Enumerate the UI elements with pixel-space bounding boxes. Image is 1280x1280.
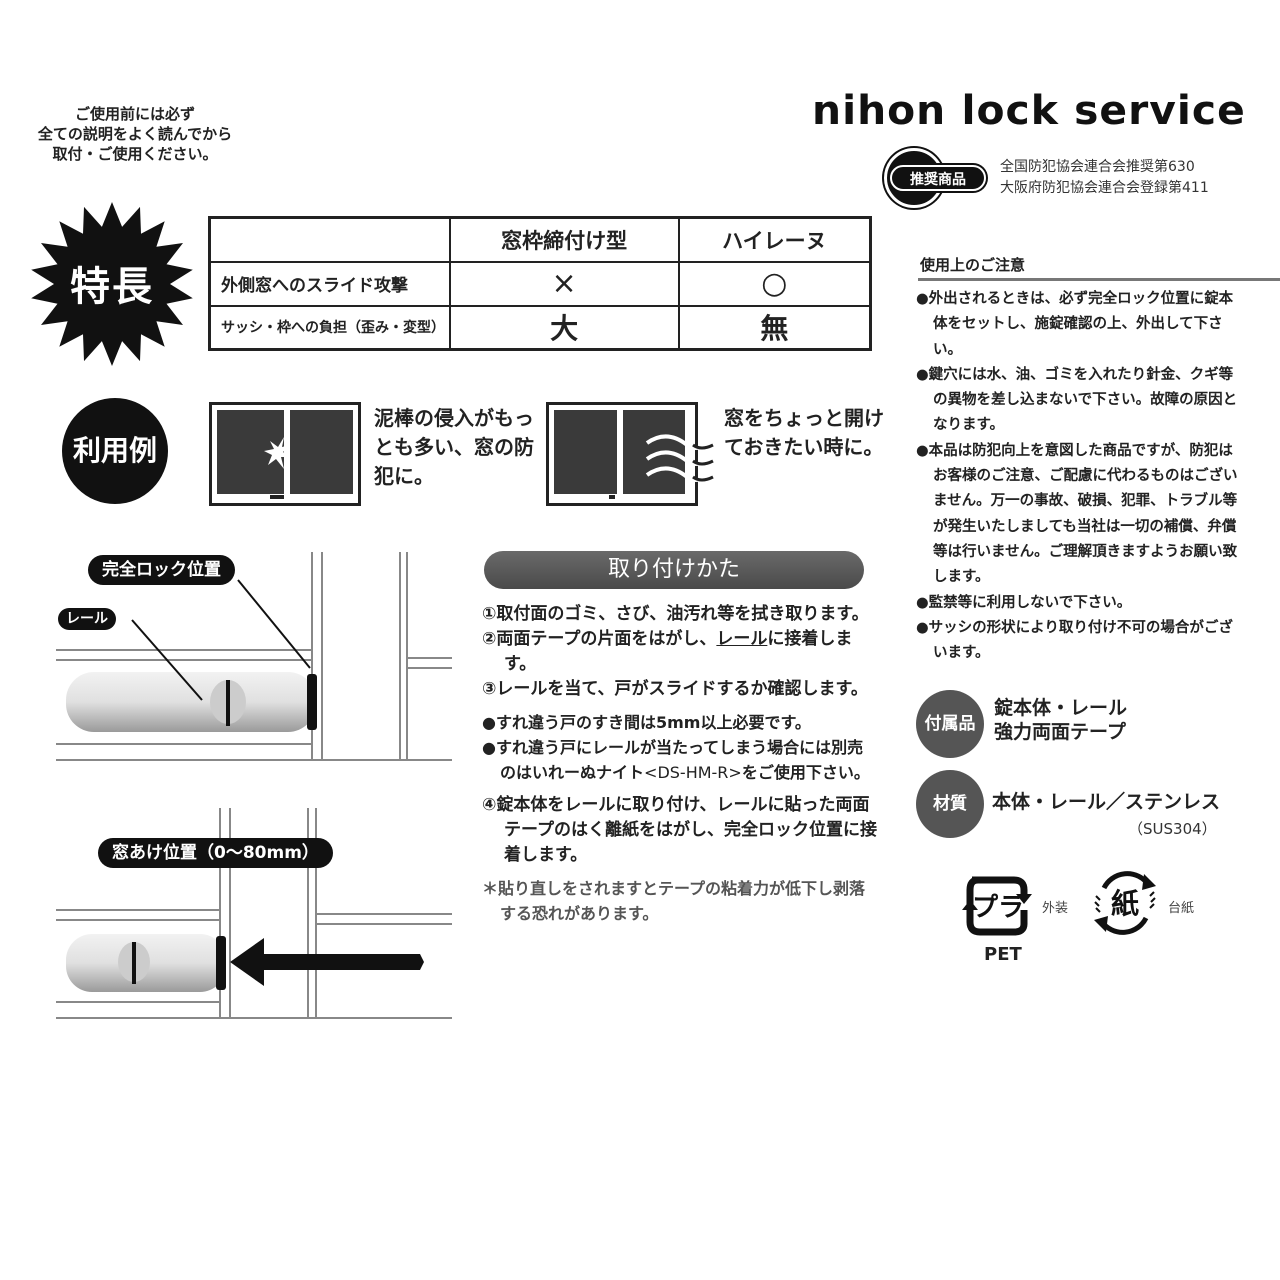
accessory-item: 強力両面テープ: [994, 721, 1126, 743]
material-text: 本体・レール／ステンレス: [992, 791, 1221, 813]
accessories-list: 錠本体・レール 強力両面テープ: [994, 696, 1127, 744]
window-break-in-icon: [209, 402, 361, 506]
circle-mark-icon: ○: [677, 260, 872, 307]
recycle-arrows-icon: プラ: [962, 876, 1032, 936]
plastic-recycle-icon: プラ: [958, 866, 1038, 940]
open-position-label: 窓あけ位置（0〜80mm）: [98, 838, 333, 868]
table-row: サッシ・枠への負担（歪み・変型） 大 無: [208, 304, 872, 351]
recommended-badge: 推奨商品: [884, 148, 992, 208]
window-lock-icon: [270, 495, 284, 499]
paper-recycle-icon: 紙: [1088, 866, 1162, 940]
rail-label: レール: [58, 608, 116, 630]
divider: [918, 278, 1280, 281]
full-lock-position-label: 完全ロック位置: [88, 555, 235, 585]
note-text: をご使用下さい。: [741, 763, 870, 782]
step-text: ②両面テープの片面をはがし、: [482, 629, 717, 649]
notice-line: ご使用前には必ず: [74, 105, 195, 123]
notice-line: 全ての説明をよく読んでから: [37, 125, 233, 143]
rail-emphasis: レール: [716, 629, 768, 649]
recommended-badge-label: 推奨商品: [890, 165, 986, 191]
certification-line: 全国防犯協会連合会推奨第630: [1000, 159, 1195, 175]
brand-logo: nihon lock service: [812, 88, 1246, 134]
install-note-1: ●すれ違う戸のすき間は5mm以上必要です。: [482, 713, 811, 732]
accessory-item: 錠本体・レール: [994, 697, 1128, 719]
window-ventilation-icon: [546, 402, 714, 506]
accessories-badge: 付属品: [916, 690, 984, 758]
install-step-1: ①取付面のゴミ、さび、油汚れ等を拭き取ります。: [482, 604, 869, 624]
install-step-4: ④錠本体をレールに取り付け、レールに貼った両面テープのはく離紙をはがし、完全ロッ…: [482, 795, 877, 865]
product-model: <DS-HM-R>: [644, 763, 742, 782]
table-header: ハイレーヌ: [677, 216, 872, 263]
window-pane: [554, 410, 617, 494]
caution-item: ●監禁等に利用しないで下さい。: [916, 594, 1132, 611]
features-badge: 特長: [70, 264, 154, 310]
install-caution: ＊貼り直しをされますとテープの粘着力が低下し剥落する恐れがあります。: [482, 879, 866, 923]
pre-use-notice: ご使用前には必ず 全ての説明をよく読んでから 取付・ご使用ください。: [10, 104, 260, 164]
install-step-2: ②両面テープの片面をはがし、レールに接着します。: [482, 627, 878, 677]
recycle-circle-icon: 紙: [1094, 871, 1156, 935]
caution-title: 使用上のご注意: [920, 256, 1026, 274]
table-header: 窓枠締付け型: [448, 216, 680, 263]
outer-packaging-label: 外装: [1042, 901, 1069, 916]
window-lock-icon: [609, 495, 615, 499]
paper-mark-text: 紙: [1111, 887, 1139, 920]
notice-line: 取付・ご使用ください。: [52, 145, 218, 163]
row-label: サッシ・枠への負担（歪み・変型）: [208, 304, 451, 351]
table-cell: 無: [677, 304, 872, 351]
usage-example-text: 泥棒の侵入がもっとも多い、窓の防犯に。: [374, 406, 534, 488]
usage-badge: 利用例: [62, 398, 168, 504]
material-grade: （SUS304）: [1128, 820, 1217, 838]
caution-item: ●外出されるときは、必ず完全ロック位置に錠本体をセットし、施錠確認の上、外出して…: [916, 291, 1234, 358]
certification-line: 大阪府防犯協会連合会登録第411: [1000, 180, 1209, 196]
feature-comparison-table: 窓枠締付け型 ハイレーヌ 外側窓へのスライド攻撃 × ○ サッシ・枠への負担（歪…: [208, 216, 872, 351]
cross-mark-icon: ×: [448, 260, 680, 307]
certification-lines: 全国防犯協会連合会推奨第630 大阪府防犯協会連合会登録第411: [1000, 157, 1209, 199]
installation-header: 取り付けかた: [484, 551, 864, 589]
material-badge: 材質: [916, 770, 984, 838]
window-pane: [290, 410, 353, 494]
caution-list: ●外出されるときは、必ず完全ロック位置に錠本体をセットし、施錠確認の上、外出して…: [916, 287, 1246, 666]
installation-steps: ①取付面のゴミ、さび、油汚れ等を拭き取ります。 ②両面テープの片面をはがし、レー…: [482, 602, 878, 926]
table-row: 外側窓へのスライド攻撃 × ○: [208, 260, 872, 307]
caution-item: ●本品は防犯向上を意図した商品ですが、防犯はお客様のご注意、ご配慮に代わるものは…: [916, 442, 1238, 586]
caution-item: ●鍵穴には水、油、ゴミを入れたり針金、クギ等の異物を差し込まないで下さい。故障の…: [916, 366, 1238, 434]
plastic-mark-text: プラ: [972, 893, 1024, 923]
full-lock-illustration: [52, 550, 452, 765]
caution-item: ●サッシの形状により取り付け不可の場合がございます。: [916, 619, 1233, 662]
airflow-icon: [645, 434, 714, 482]
break-burst-icon: [264, 437, 290, 469]
table-header-empty: [208, 216, 451, 263]
usage-example-text: 窓をちょっと開けておきたい時に。: [724, 406, 884, 459]
install-step-3: ③レールを当て、戸がスライドするか確認します。: [482, 679, 868, 699]
pet-label: PET: [984, 944, 1022, 965]
table-cell: 大: [448, 304, 680, 351]
product-name: はいれーぬナイト: [516, 763, 645, 782]
starburst-icon: [31, 202, 193, 366]
install-note-2: ●すれ違う戸にレールが当たってしまう場合には別売のはいれーぬナイト<DS-HM-…: [482, 735, 878, 785]
note-text: ●すれ違う戸にレールが当たってしまう場合には別売の: [482, 738, 864, 782]
table-header-row: 窓枠締付け型 ハイレーヌ: [208, 216, 872, 263]
backing-board-label: 台紙: [1168, 901, 1195, 916]
row-label: 外側窓へのスライド攻撃: [208, 260, 451, 307]
step-text: に接着します。: [504, 629, 853, 674]
